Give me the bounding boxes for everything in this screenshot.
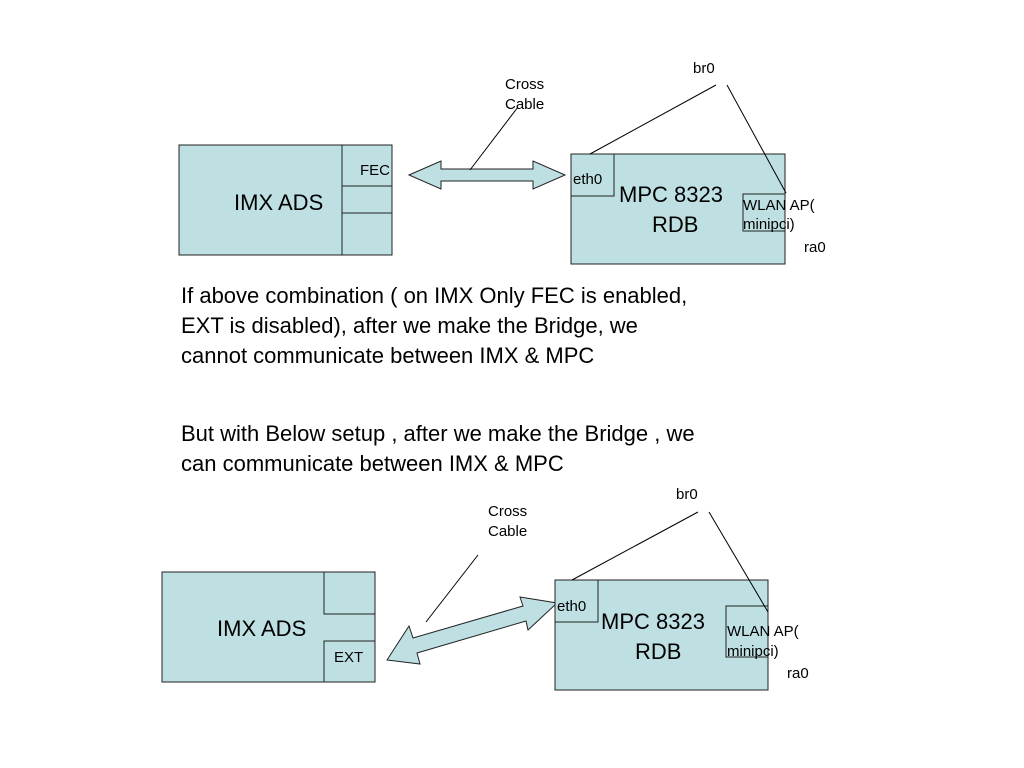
top-mpc-label-1: MPC 8323	[619, 182, 723, 207]
top-bridge-line-wlan	[726, 84, 787, 194]
bottom-mpc-wlan-slot	[725, 605, 769, 658]
bottom-cross-cable-arrow	[386, 596, 559, 665]
top-cable-label-1: Cross	[505, 76, 544, 93]
top-mpc-port-eth0	[570, 153, 615, 197]
top-imx-label: IMX ADS	[234, 190, 323, 215]
bottom-mpc-label-1: MPC 8323	[601, 609, 705, 634]
bottom-ra0-label: ra0	[787, 665, 809, 682]
bottom-wlan-label-1: WLAN AP(	[727, 623, 799, 640]
top-mpc-wlan-slot	[742, 193, 786, 232]
paragraph-ext-result: But with Below setup , after we make the…	[181, 421, 695, 476]
top-br0-label: br0	[693, 60, 715, 77]
bottom-bridge-line-eth0	[571, 511, 699, 581]
bottom-cable-pointer-line	[425, 554, 479, 623]
top-imx-port-fec	[341, 144, 393, 187]
top-mpc-label-2: RDB	[652, 212, 698, 237]
bottom-br0-label: br0	[676, 486, 698, 503]
top-imx-port-lower	[341, 212, 393, 256]
bottom-cable-label-1: Cross	[488, 503, 527, 520]
top-cable-pointer-line	[469, 106, 519, 171]
bottom-mpc-label-2: RDB	[635, 639, 681, 664]
bottom-mpc-port-eth0	[554, 579, 599, 623]
top-wlan-label-2: minipci)	[743, 216, 795, 233]
bottom-setup: IMX ADS EXT Cross Cable eth0 MPC 8323 RD…	[161, 486, 809, 691]
bottom-bridge-line-wlan	[708, 511, 769, 613]
top-wlan-label-1: WLAN AP(	[743, 197, 815, 214]
bottom-eth0-label: eth0	[557, 598, 586, 615]
top-eth0-label: eth0	[573, 171, 602, 188]
top-bridge-line-eth0	[589, 84, 717, 155]
top-cross-cable-arrow	[407, 160, 567, 190]
top-imx-port-middle	[341, 185, 393, 214]
bottom-ext-label: EXT	[334, 649, 363, 666]
top-ra0-label: ra0	[804, 239, 826, 256]
top-fec-label: FEC	[360, 162, 390, 179]
bottom-imx-port-upper	[323, 571, 376, 615]
bottom-imx-label: IMX ADS	[217, 616, 306, 641]
bottom-cable-label-2: Cable	[488, 523, 527, 540]
paragraph-fec-result: If above combination ( on IMX Only FEC i…	[181, 283, 688, 368]
top-setup: IMX ADS FEC Cross Cable eth0 MPC 8323 RD…	[178, 60, 826, 265]
bottom-imx-port-ext	[323, 640, 376, 683]
bottom-wlan-label-2: minipci)	[727, 643, 779, 660]
top-cable-label-2: Cable	[505, 96, 544, 113]
